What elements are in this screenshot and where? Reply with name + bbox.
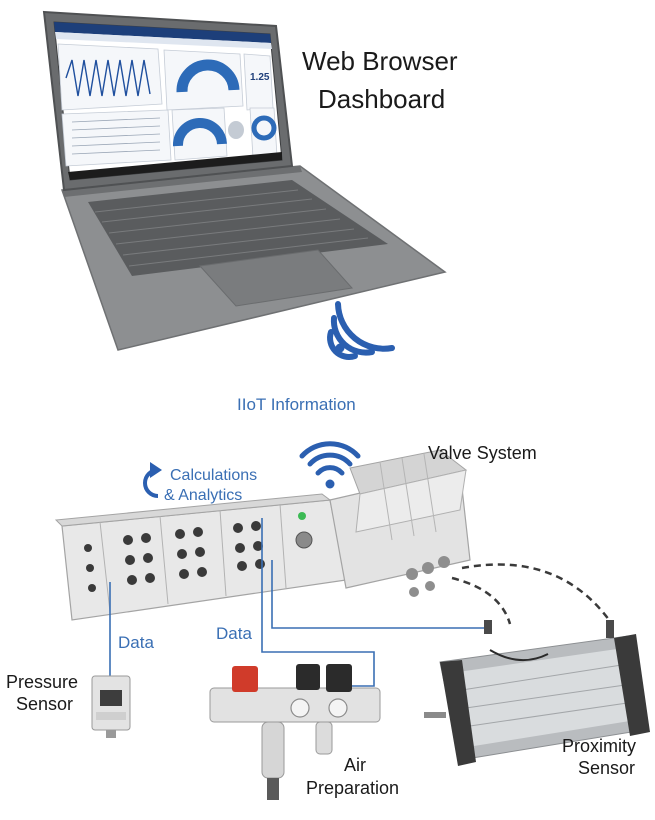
preparation-label: Preparation [306,778,399,799]
dashboard-label: Dashboard [318,84,445,115]
proximity-sensor-label: Sensor [578,758,635,779]
valve-wifi-icon [302,444,358,489]
valve-system-label: Valve System [428,443,537,464]
io-module-rack [56,494,346,620]
pressure-label: Pressure [6,672,78,693]
analytics-label: & Analytics [164,487,242,505]
valve-system [330,450,470,597]
pressure-sensor-label: Sensor [16,694,73,715]
cycle-arrow-icon [145,462,162,496]
data-label-pressure: Data [118,633,154,653]
air-label: Air [344,755,366,776]
pneumatic-lines [452,564,612,624]
web-browser-label: Web Browser [302,46,458,77]
wifi-icon [330,304,392,357]
dashboard-gauge-value: 1.25 [250,72,269,83]
iiot-information-label: IIoT Information [237,395,356,415]
pressure-sensor [92,676,130,738]
proximity-label: Proximity [562,736,636,757]
data-label-io: Data [216,624,252,644]
calculations-label: Calculations [170,467,257,485]
